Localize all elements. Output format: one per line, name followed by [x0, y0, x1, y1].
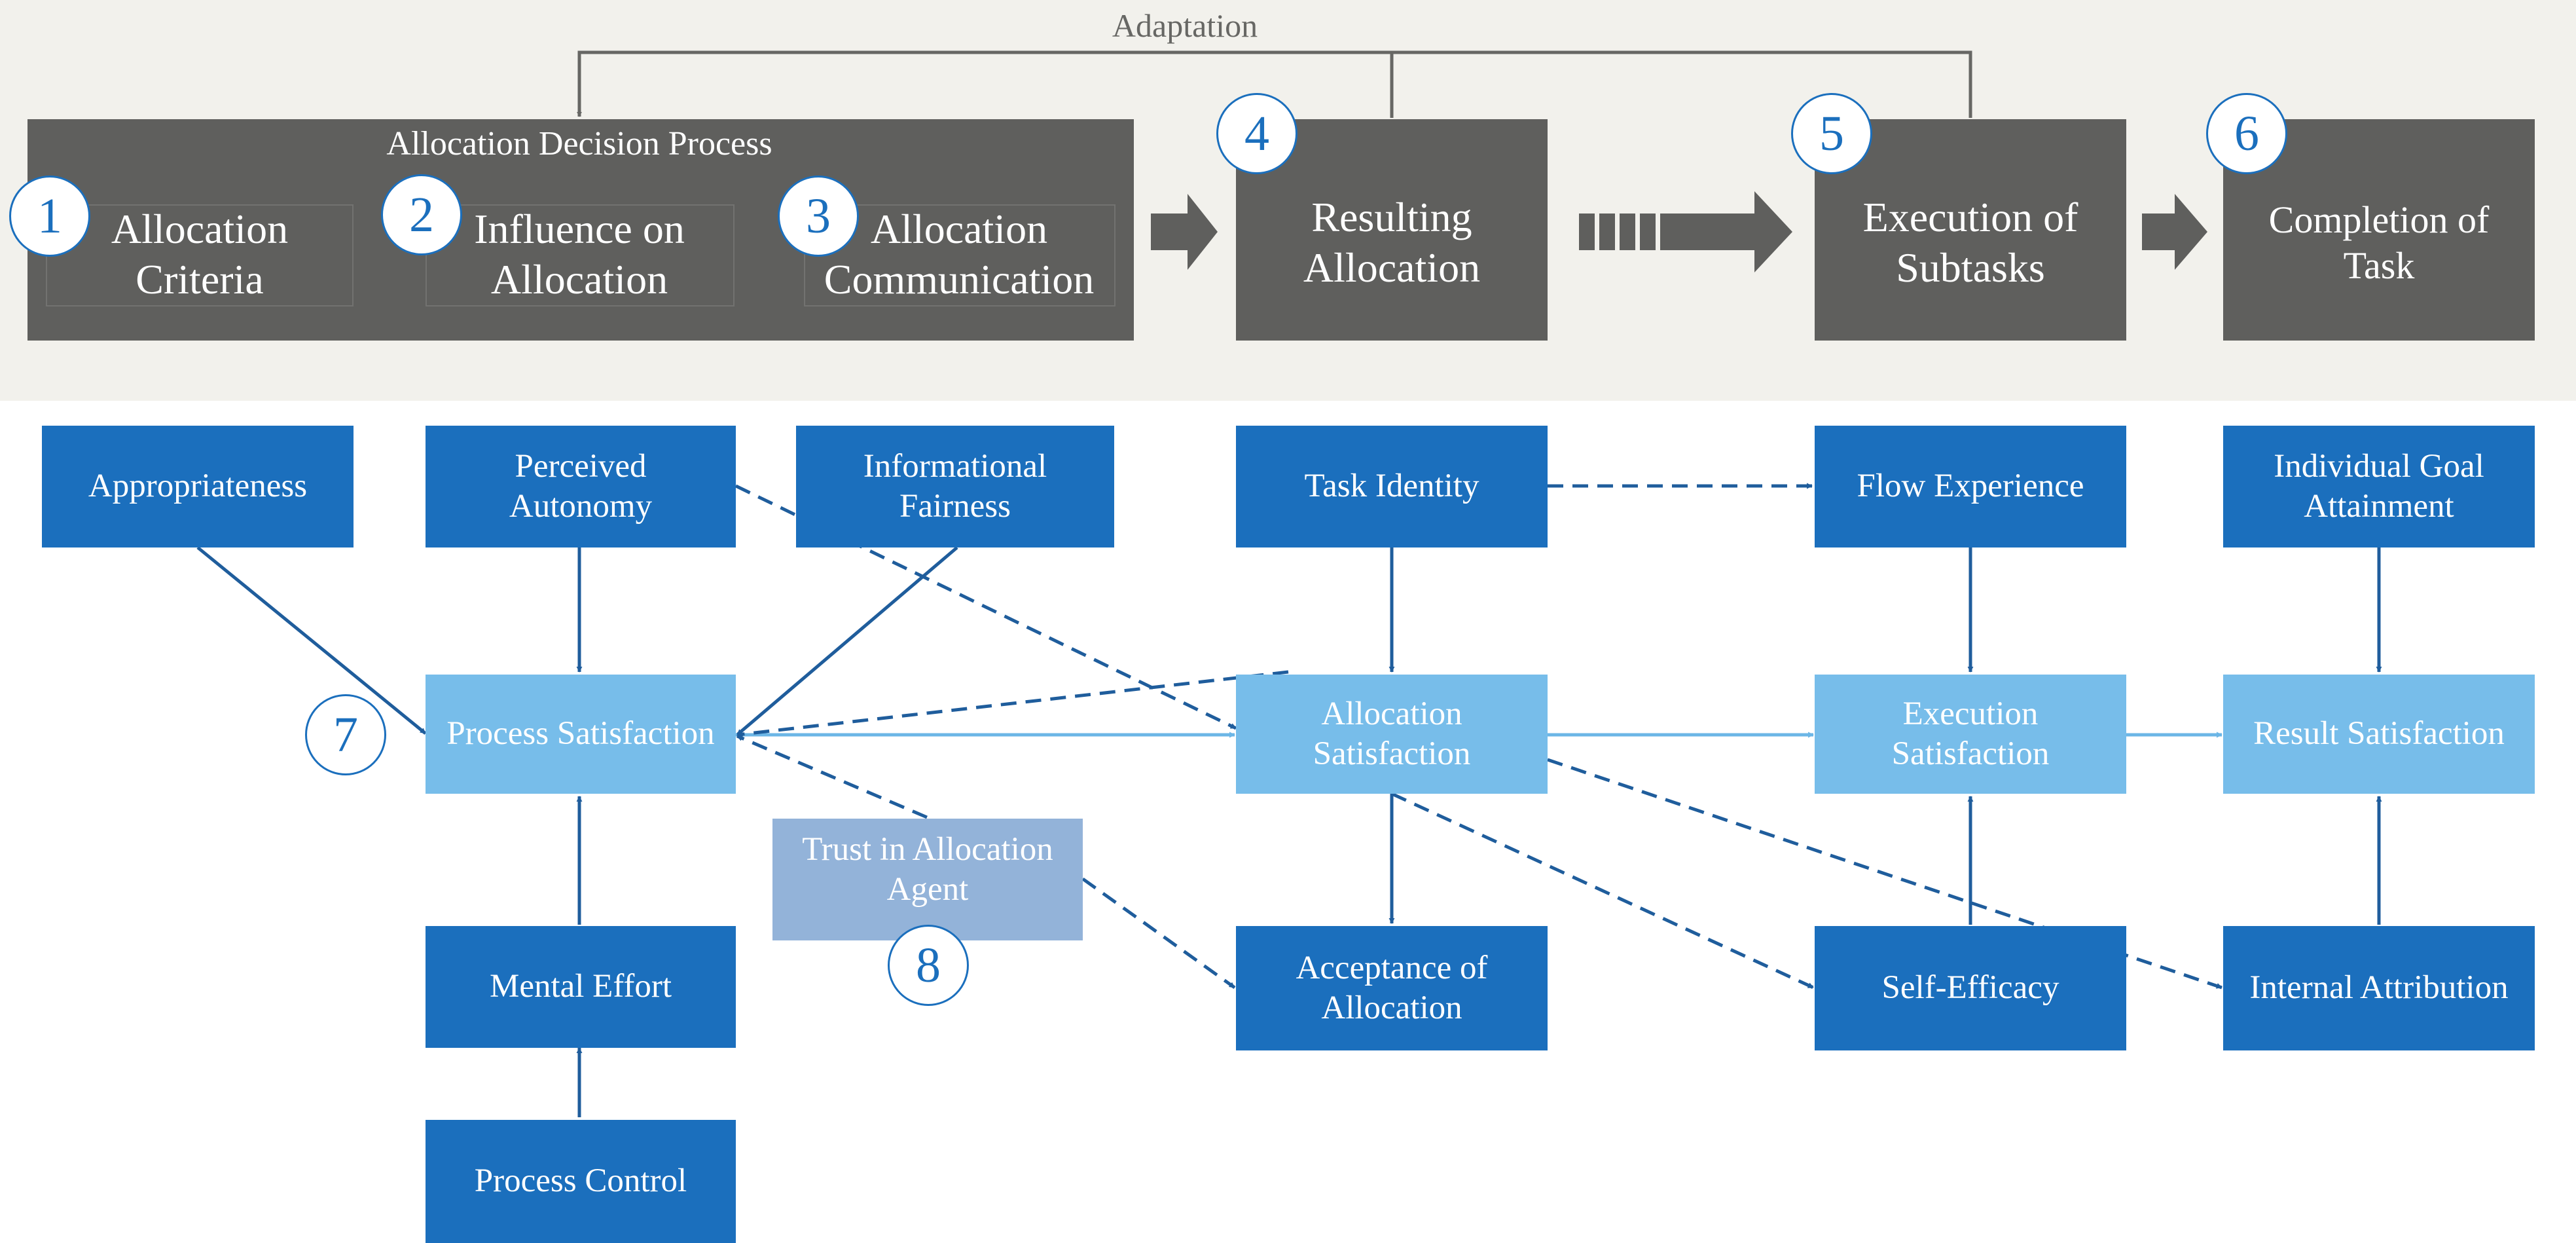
- phase-arrow-execution-to-completion: [2142, 194, 2207, 270]
- allocation-satisfaction-box: Allocation Satisfaction: [1236, 675, 1548, 794]
- marker-4: 4: [1216, 93, 1297, 174]
- arrow-trust-to-acceptance: [1081, 877, 1236, 990]
- execution-satisfaction-box: Execution Satisfaction: [1815, 675, 2126, 794]
- acceptance-of-allocation-box: Acceptance of Allocation: [1236, 926, 1548, 1050]
- flow-experience-box: Flow Experience: [1815, 426, 2126, 547]
- result-satisfaction-box: Result Satisfaction: [2223, 675, 2535, 794]
- communication-outline: [804, 204, 1116, 306]
- arrow-trust-to-process-satisfaction: [736, 734, 928, 819]
- marker-5: 5: [1791, 93, 1872, 174]
- allocation-communication-label: Allocation Communication: [824, 206, 1095, 303]
- trust-in-allocation-agent-box: Trust in Allocation Agent: [772, 819, 1083, 940]
- marker-6: 6: [2206, 93, 2287, 174]
- allocation-decision-process-label: Allocation Decision Process: [386, 125, 772, 162]
- informational-fairness-box: Informational Fairness: [796, 426, 1114, 547]
- adaptation-loop: [577, 50, 1972, 118]
- arrow-allocation-satisfaction-to-process-satisfaction: [736, 670, 1289, 737]
- arrow-appropriateness-to-process-satisfaction: [196, 546, 427, 735]
- execution-of-subtasks-box: Execution of Subtasks: [1815, 119, 2126, 341]
- process-satisfaction-box: Process Satisfaction: [426, 675, 736, 794]
- process-control-box: Process Control: [426, 1120, 736, 1243]
- individual-goal-attainment-box: Individual Goal Attainment: [2223, 426, 2535, 547]
- marker-3: 3: [778, 176, 859, 257]
- influence-outline: [426, 204, 735, 306]
- task-identity-box: Task Identity: [1236, 426, 1548, 547]
- marker-2: 2: [381, 174, 462, 255]
- self-efficacy-box: Self-Efficacy: [1815, 926, 2126, 1050]
- mental-effort-box: Mental Effort: [426, 926, 736, 1048]
- arrow-fairness-to-process-satisfaction: [736, 546, 958, 736]
- phase-arrow-decision-to-result: [1151, 194, 1218, 270]
- arrow-allocation-satisfaction-to-attribution: [1547, 758, 2222, 990]
- arrow-allocation-satisfaction-to-self-efficacy: [1390, 792, 1815, 990]
- marker-1: 1: [9, 176, 90, 257]
- allocation-criteria-label: Allocation Criteria: [111, 206, 289, 303]
- internal-attribution-box: Internal Attribution: [2223, 926, 2535, 1050]
- marker-7: 7: [305, 694, 386, 775]
- phase-arrow-result-to-execution: [1579, 191, 1792, 272]
- adaptation-label: Adaptation: [1112, 7, 1258, 44]
- allocation-decision-process-box: [27, 119, 1134, 341]
- influence-on-allocation-label: Influence on Allocation: [474, 206, 685, 303]
- perceived-autonomy-box: Perceived Autonomy: [426, 426, 736, 547]
- marker-8: 8: [888, 925, 969, 1006]
- appropriateness-box: Appropriateness: [42, 426, 354, 547]
